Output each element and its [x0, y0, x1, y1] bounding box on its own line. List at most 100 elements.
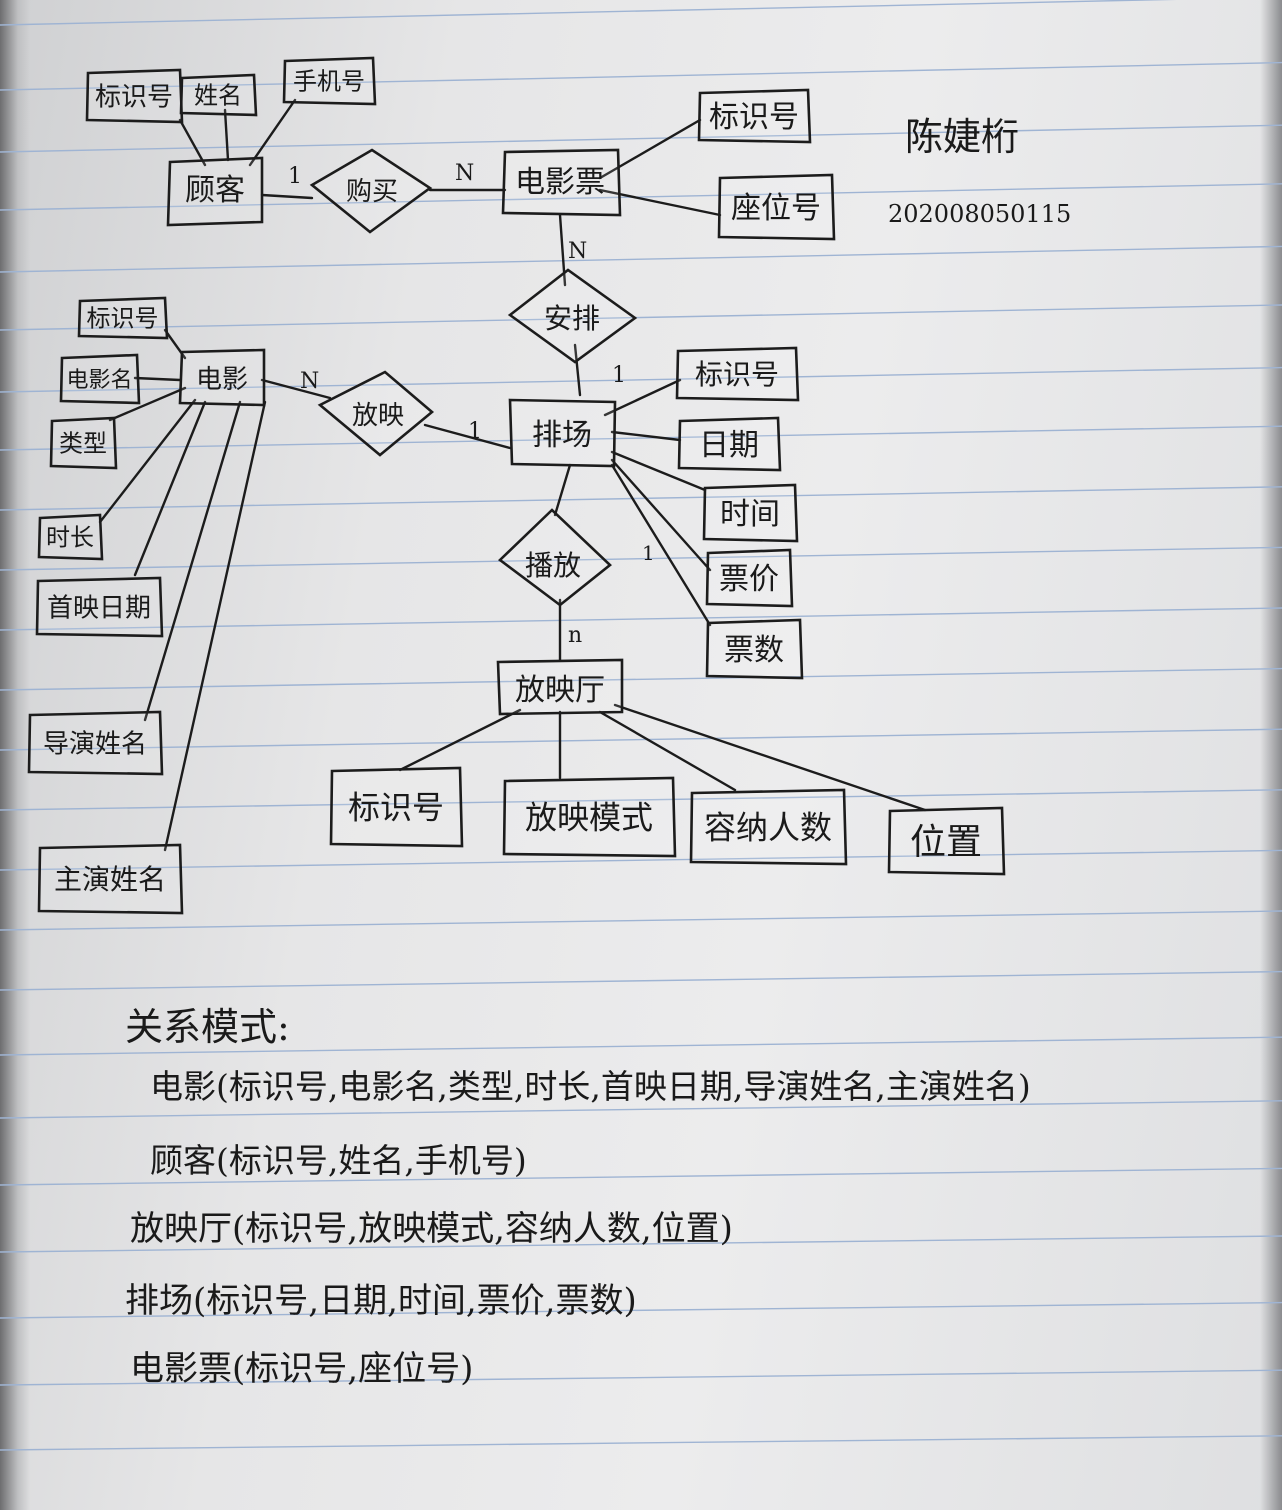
attribute-box [85, 68, 184, 124]
cardinality-play-screening: 1 [642, 541, 655, 565]
rule-line [0, 1435, 1282, 1451]
connector-lines [98, 98, 927, 852]
attribute-hall-1: 放映模式 [502, 776, 677, 858]
relational-schema: 关系模式: 电影(标识号,电影名,类型,时长,首映日期,导演姓名,主演姓名) 顾… [125, 1005, 1031, 1389]
attribute-movie-0: 标识号 [77, 296, 169, 340]
relationship-arrange: 安排 [507, 268, 638, 364]
attribute-label: 标识号 [695, 358, 779, 391]
schema-line: 顾客(标识号,姓名,手机号) [150, 1141, 527, 1180]
schema-line: 电影票(标识号,座位号) [130, 1349, 473, 1389]
cardinality-buy-customer: 1 [288, 164, 302, 189]
relationship-label: 播放 [525, 549, 581, 582]
entity-screening: 排场 [508, 398, 617, 468]
schema-title: 关系模式: [125, 1005, 290, 1049]
entity-label: 排场 [532, 418, 592, 453]
attribute-customer-1: 姓名 [179, 73, 258, 117]
attribute-movie-3: 时长 [37, 513, 104, 561]
attribute-label: 标识号 [348, 789, 444, 827]
page-binding-shadow [0, 0, 30, 1510]
student-id: 202008050115 [888, 200, 1071, 228]
cardinality-arrange-screening: 1 [612, 363, 626, 388]
attribute-hall-0: 标识号 [329, 766, 464, 848]
rule-line [0, 1100, 1282, 1119]
attribute-box [27, 710, 164, 776]
relationship-label: 购买 [346, 177, 398, 207]
attribute-label: 主演姓名 [54, 863, 166, 896]
rule-line [0, 546, 1282, 571]
ruled-lines [0, 0, 1282, 1451]
attribute-boxes: 标识号姓名手机号标识号座位号标识号电影名类型时长首映日期导演姓名主演姓名标识号日… [27, 56, 1006, 915]
rule-line [0, 1036, 1282, 1056]
attribute-screening-3: 票价 [705, 548, 794, 608]
entity-label: 电影票 [515, 165, 605, 200]
attribute-box [717, 173, 836, 241]
attribute-label: 手机号 [293, 68, 365, 96]
attribute-box [37, 513, 104, 561]
rule-line [0, 183, 1282, 211]
attribute-box [702, 483, 799, 543]
cardinality-buy-ticket: N [455, 161, 474, 186]
cardinality-show-screening: 1 [468, 419, 482, 444]
rule-line [0, 1301, 1282, 1319]
attribute-movie-4: 首映日期 [35, 576, 164, 638]
schema-line: 放映厅(标识号,放映模式,容纳人数,位置) [130, 1209, 733, 1249]
rule-line [0, 366, 1282, 393]
rule-line [0, 667, 1282, 691]
entity-label: 顾客 [185, 173, 245, 208]
entity-label: 电影 [196, 365, 248, 395]
attribute-customer-2: 手机号 [282, 56, 377, 106]
rule-line [0, 607, 1282, 631]
relationship-play: 播放 [497, 508, 612, 607]
rule-line [0, 970, 1282, 991]
entity-movie: 电影 [178, 348, 266, 407]
rule-line [0, 61, 1282, 91]
attribute-label: 票价 [719, 562, 779, 597]
entity-hall: 放映厅 [496, 658, 624, 716]
attribute-label: 日期 [699, 428, 759, 463]
entity-label: 放映厅 [515, 673, 605, 708]
attribute-movie-5: 导演姓名 [27, 710, 164, 776]
attribute-box [37, 843, 184, 915]
relationship-label: 安排 [544, 302, 600, 335]
cardinality-play-hall: n [568, 623, 582, 648]
attribute-label: 时间 [720, 497, 780, 532]
attribute-box [705, 618, 804, 680]
attribute-movie-2: 类型 [49, 416, 118, 470]
relationship-buy: 购买 [309, 148, 433, 234]
attribute-box [35, 576, 164, 638]
attribute-box [675, 346, 800, 402]
attribute-label: 票数 [724, 633, 784, 668]
author-name: 陈婕桁 [905, 115, 1019, 159]
attribute-ticket-0: 标识号 [697, 88, 812, 144]
attribute-box [502, 776, 677, 858]
attribute-box [49, 416, 118, 470]
rule-line [0, 0, 1177, 26]
attribute-label: 容纳人数 [704, 809, 832, 847]
schema-line: 电影(标识号,电影名,类型,时长,首映日期,导演姓名,主演姓名) [150, 1067, 1031, 1106]
attribute-label: 标识号 [95, 82, 173, 112]
attribute-box [677, 416, 782, 472]
rule-line [0, 245, 1282, 273]
attribute-label: 电影名 [66, 368, 132, 393]
relationship-show: 放映 [317, 370, 435, 457]
page-right-edge [1260, 0, 1282, 1510]
attribute-box [179, 73, 258, 117]
rule-line [0, 486, 1282, 511]
cardinality-arrange-ticket: N [568, 239, 587, 264]
entity-ticket: 电影票 [501, 148, 622, 217]
rule-line [0, 728, 1282, 751]
attribute-box [77, 296, 169, 340]
attribute-label: 标识号 [87, 305, 159, 333]
attribute-box [697, 88, 812, 144]
attribute-hall-3: 位置 [887, 806, 1006, 876]
attribute-customer-0: 标识号 [85, 68, 184, 124]
attribute-label: 时长 [46, 524, 94, 552]
cardinality-show-movie: N [300, 369, 319, 394]
attribute-ticket-1: 座位号 [717, 173, 836, 241]
rule-line [0, 910, 1282, 931]
attribute-screening-2: 时间 [702, 483, 799, 543]
attribute-label: 首映日期 [47, 593, 151, 623]
attribute-hall-2: 容纳人数 [689, 788, 848, 866]
